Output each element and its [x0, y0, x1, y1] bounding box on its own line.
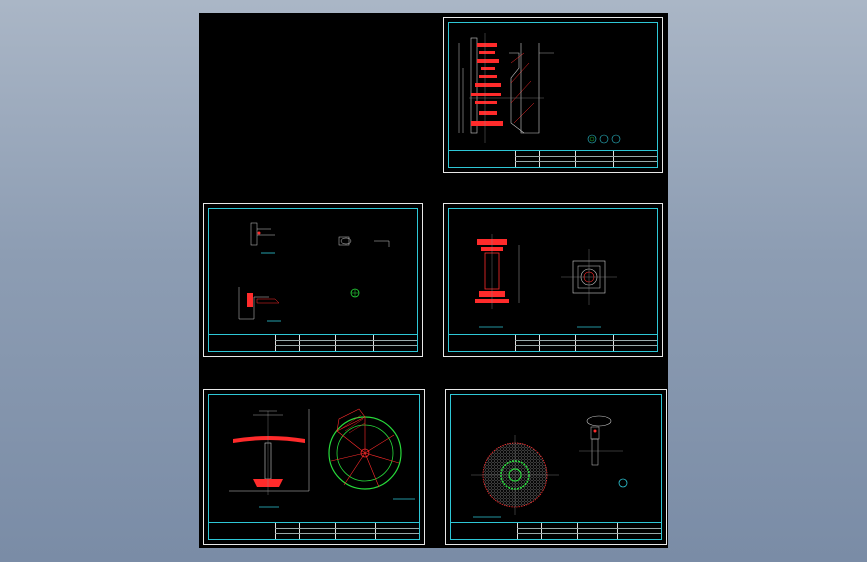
sheet-4-table-section-and-plan	[229, 408, 415, 508]
sheet-1-title-block	[449, 150, 657, 167]
sheet-1-border	[448, 22, 658, 168]
sheet-4-border	[208, 394, 420, 540]
sheet-1-elevation-drawing	[458, 33, 621, 144]
sheet-5-tabletop-pattern-and-detail	[471, 415, 628, 518]
sheet-2-border	[208, 208, 418, 352]
sheet-4-title-block	[209, 522, 419, 539]
sheet-3-border	[448, 208, 658, 352]
sheet-5-title-block	[451, 522, 661, 539]
drawing-sheet-4[interactable]	[203, 389, 425, 545]
sheet-3-title-block	[449, 334, 657, 351]
drawing-sheet-3[interactable]	[443, 203, 663, 357]
sheet-2-detail-drawings	[238, 222, 390, 322]
drawing-sheet-5[interactable]	[445, 389, 667, 545]
drawing-sheet-2[interactable]	[203, 203, 423, 357]
sheet-2-title-block	[209, 334, 417, 351]
sheet-3-elevation-and-plan	[475, 234, 617, 328]
drawing-sheet-1[interactable]	[443, 17, 663, 173]
drawing-canvas[interactable]	[199, 13, 668, 548]
sheet-5-border	[450, 394, 662, 540]
